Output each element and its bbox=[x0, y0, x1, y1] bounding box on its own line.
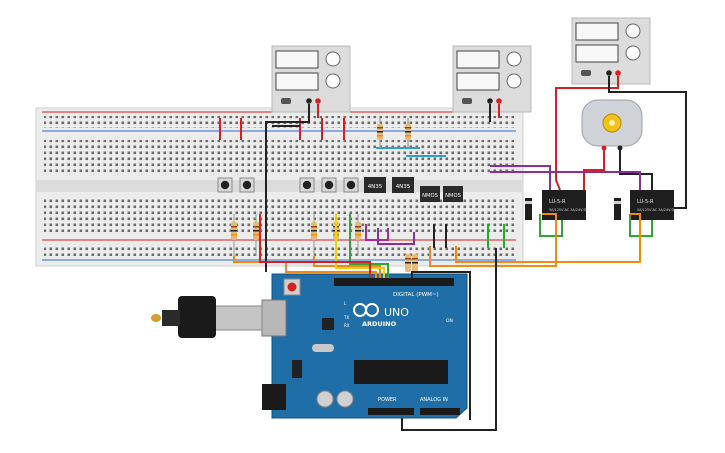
arduino-logo: ARDUINO UNO bbox=[353, 303, 409, 328]
power-supply-3-switch[interactable] bbox=[581, 70, 591, 76]
power-jack[interactable] bbox=[262, 384, 286, 410]
power-supply-1-switch[interactable] bbox=[281, 98, 291, 104]
arduino-logo-text: ARDUINO bbox=[362, 320, 397, 328]
mosfet-1-label: NMOS bbox=[422, 193, 438, 199]
dc-motor[interactable] bbox=[581, 99, 643, 151]
optocoupler-2-label: 4N35 bbox=[396, 184, 411, 190]
mosfet-2-label: NMOS bbox=[445, 193, 461, 199]
power-label: POWER bbox=[378, 397, 397, 403]
optocoupler-2[interactable]: 4N35 bbox=[392, 177, 414, 193]
resistor-top-1[interactable] bbox=[377, 118, 383, 148]
resistor-bottom-5 bbox=[355, 214, 361, 256]
relay-2-label: LU-5-R bbox=[637, 199, 654, 205]
analog-label: ANALOG IN bbox=[420, 397, 448, 403]
wires bbox=[233, 76, 687, 431]
digital-header bbox=[334, 278, 454, 286]
tx-label: TX bbox=[343, 315, 349, 320]
bottom-power-rail bbox=[44, 244, 514, 256]
relay-2[interactable]: LU-5-R 5A/125V AC 3A/24V DC bbox=[630, 190, 677, 220]
pushbutton-5[interactable] bbox=[343, 177, 359, 193]
optocoupler-1[interactable]: 4N35 bbox=[364, 177, 386, 193]
resistor-bottom-2 bbox=[253, 214, 259, 256]
usb-port[interactable] bbox=[261, 299, 287, 337]
pushbutton-3[interactable] bbox=[299, 177, 315, 193]
power-supply-2-switch[interactable] bbox=[462, 98, 472, 104]
resistor-bottom-3 bbox=[311, 214, 317, 256]
optocoupler-1-label: 4N35 bbox=[368, 184, 383, 190]
relay-1-label: LU-5-R bbox=[549, 199, 566, 205]
digital-label: DIGITAL (PWM~) bbox=[393, 292, 439, 298]
mosfet-2[interactable]: NMOS bbox=[443, 186, 463, 202]
resistor-bottom-1 bbox=[231, 214, 237, 256]
pushbutton-1[interactable] bbox=[217, 177, 233, 193]
red-jumpers-top bbox=[219, 118, 345, 140]
bottom-resistors[interactable] bbox=[231, 214, 418, 272]
power-supply-3[interactable] bbox=[571, 17, 651, 85]
resistor-top-2[interactable] bbox=[405, 118, 411, 148]
lower-terminal-strip bbox=[44, 198, 514, 232]
analog-header bbox=[420, 408, 460, 415]
atmega-chip bbox=[354, 360, 448, 384]
power-supply-2[interactable] bbox=[452, 45, 532, 113]
mosfet-1[interactable]: NMOS bbox=[420, 186, 440, 202]
diode-1[interactable] bbox=[525, 198, 532, 220]
resistor-bottom-6 bbox=[405, 254, 411, 272]
relay-2-spec: 5A/125V AC 3A/24V DC bbox=[637, 208, 677, 212]
power-supply-1[interactable] bbox=[271, 45, 351, 113]
on-label: ON bbox=[446, 318, 453, 324]
arduino-model: UNO bbox=[384, 306, 409, 319]
resistor-bottom-7 bbox=[412, 254, 418, 272]
power-header bbox=[368, 408, 414, 415]
l-label: L bbox=[344, 301, 347, 306]
relay-1[interactable]: LU-5-R 5A/125V AC 3A/24V DC bbox=[542, 190, 589, 220]
relay-1-spec: 5A/125V AC 3A/24V DC bbox=[549, 208, 589, 212]
lower-jumpers bbox=[365, 224, 505, 248]
pushbuttons[interactable] bbox=[217, 177, 359, 193]
usb-cable bbox=[151, 296, 263, 338]
pushbutton-2[interactable] bbox=[239, 177, 255, 193]
diode-2[interactable] bbox=[614, 198, 621, 220]
blue-jumpers bbox=[376, 147, 446, 157]
arduino-uno[interactable]: DIGITAL (PWM~) ARDUINO UNO ON TX RX L bbox=[261, 273, 468, 419]
pushbutton-4[interactable] bbox=[321, 177, 337, 193]
rx-label: RX bbox=[344, 323, 350, 328]
